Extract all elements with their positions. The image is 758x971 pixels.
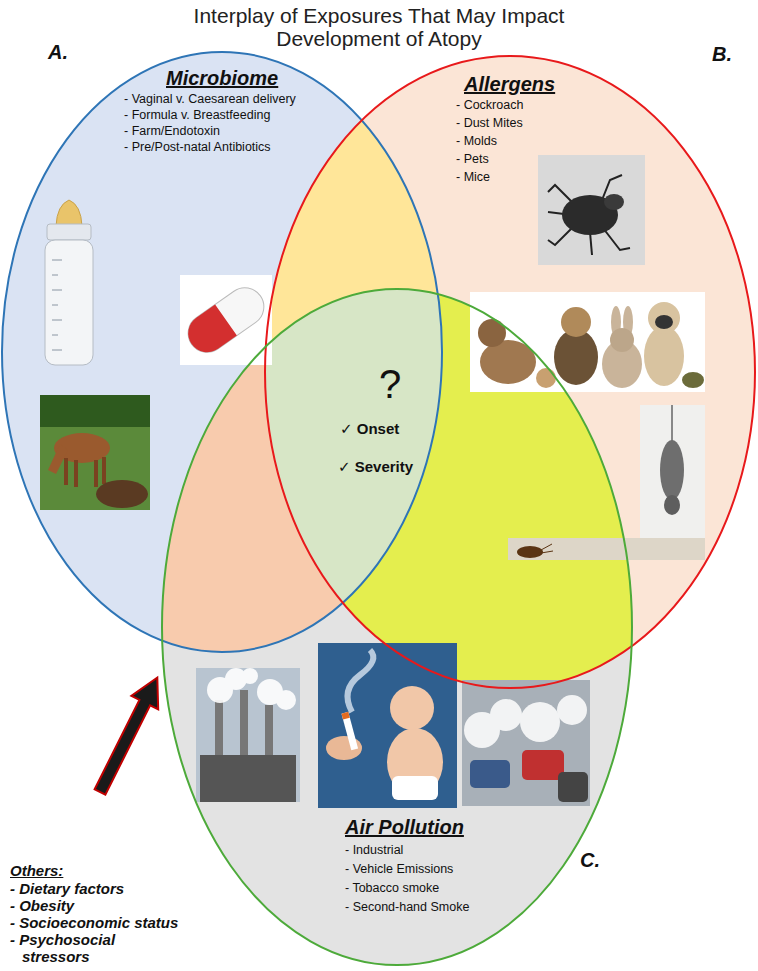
list-item: - Vehicle Emissions	[345, 862, 453, 877]
factory-photo	[196, 668, 300, 802]
outcome-label: ✓ Severity	[338, 458, 413, 476]
list-item: - Formula v. Breastfeeding	[124, 108, 270, 123]
list-item: - Vaginal v. Caesarean delivery	[124, 92, 296, 107]
list-item: - Dust Mites	[456, 116, 523, 131]
list-item: - Farm/Endotoxin	[124, 124, 220, 139]
list-item: - Tobacco smoke	[345, 881, 439, 896]
circle-heading: Microbiome	[166, 66, 278, 90]
note-text: Others:	[10, 862, 63, 879]
question-mark: ?	[379, 362, 401, 406]
circle-letter: C.	[580, 848, 600, 872]
pets-photo	[470, 292, 705, 392]
circle-outline	[265, 56, 755, 688]
circle-letter: B.	[712, 42, 732, 66]
circle-heading: Air Pollution	[345, 815, 464, 839]
list-item: - Mice	[456, 170, 490, 185]
list-item: - Pets	[456, 152, 489, 167]
list-item: - Molds	[456, 134, 497, 149]
outcome-label: ✓ Onset	[340, 420, 399, 438]
note-text: - Dietary factors	[10, 880, 124, 897]
circle-outline	[2, 52, 442, 652]
list-item: - Second-hand Smoke	[345, 900, 469, 915]
note-text: - Socioeconomic status	[10, 914, 178, 931]
dust-mite-photo	[538, 155, 645, 265]
venn-circle: B.Allergens- Cockroach- Dust Mites- Mold…	[265, 56, 755, 688]
circle-outline	[162, 289, 632, 965]
list-item: - Cockroach	[456, 98, 523, 113]
traffic-photo	[462, 680, 590, 806]
circle-heading: Allergens	[464, 72, 555, 96]
circle-outline	[265, 56, 755, 688]
note-text: - Obesity	[10, 897, 74, 914]
pointer-arrow	[87, 671, 171, 799]
circle-letter: A.	[48, 40, 68, 64]
note-text: - Psychosocial stressors	[10, 931, 162, 965]
horse-photo	[40, 395, 150, 510]
bottle-icon	[45, 200, 93, 365]
list-item: - Pre/Post-natal Antibiotics	[124, 140, 271, 155]
capsule-icon	[180, 275, 272, 365]
mouse-photo	[508, 405, 705, 560]
diagram-title: Interplay of Exposures That May Impact D…	[169, 4, 589, 50]
smoking-baby-photo	[318, 643, 457, 808]
list-item: - Industrial	[345, 843, 403, 858]
venn-circle: A.Microbiome- Vaginal v. Caesarean deliv…	[2, 52, 442, 652]
